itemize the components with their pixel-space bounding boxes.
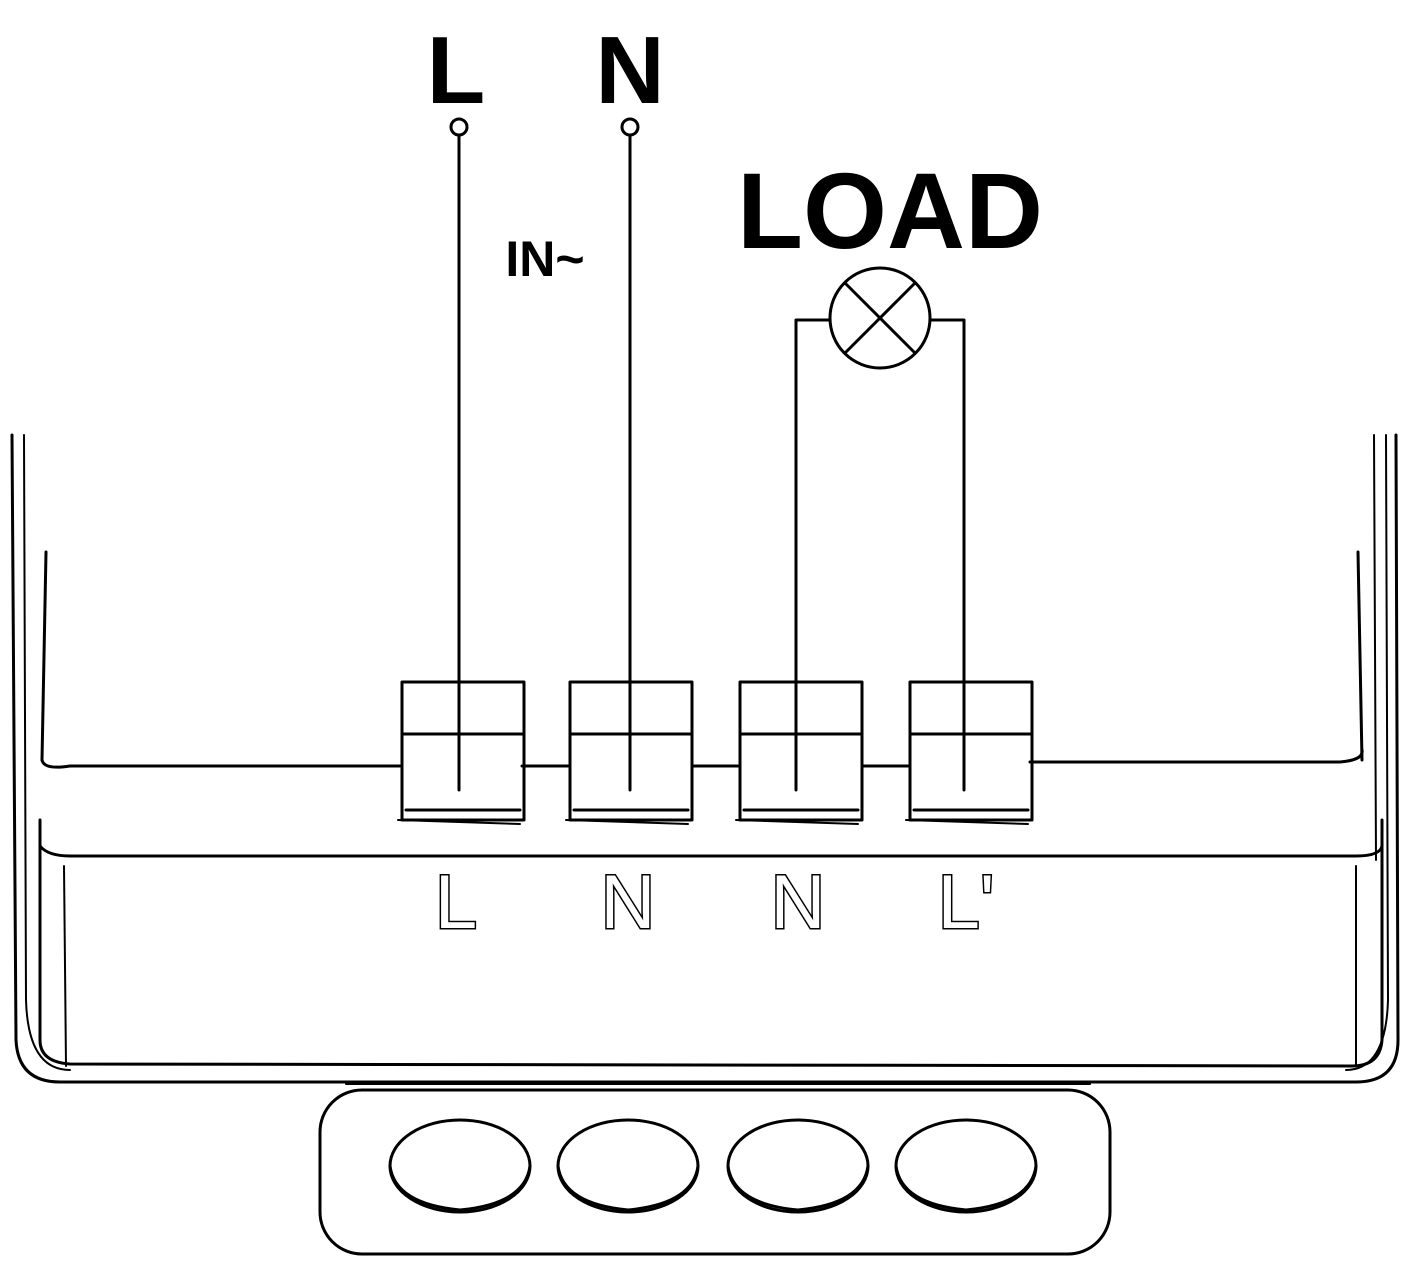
terminal-label-2: N <box>601 860 656 945</box>
cable-entry-plate <box>318 1083 1112 1256</box>
device-housing <box>10 433 1400 1084</box>
cable-gland-1 <box>388 1118 532 1214</box>
load-neutral-wire <box>794 318 832 792</box>
terminal-block-1 <box>397 680 526 825</box>
cable-gland-4 <box>894 1118 1038 1214</box>
terminal-label-1: L <box>435 860 477 945</box>
load-switched-wire <box>928 318 966 792</box>
terminal-label-3: N <box>771 860 826 945</box>
supply-live-label: L <box>427 17 486 124</box>
terminal-block-3 <box>735 680 864 825</box>
terminal-block-4 <box>905 680 1034 825</box>
neutral-supply-wire <box>620 117 640 792</box>
cable-gland-3 <box>726 1118 870 1214</box>
input-label: IN~ <box>505 231 584 287</box>
terminal-label-4: L' <box>938 860 995 945</box>
lamp-icon <box>828 266 932 370</box>
live-supply-wire <box>449 117 469 792</box>
supply-neutral-label: N <box>595 17 664 124</box>
load-label: LOAD <box>737 150 1043 271</box>
cable-gland-2 <box>556 1118 700 1214</box>
